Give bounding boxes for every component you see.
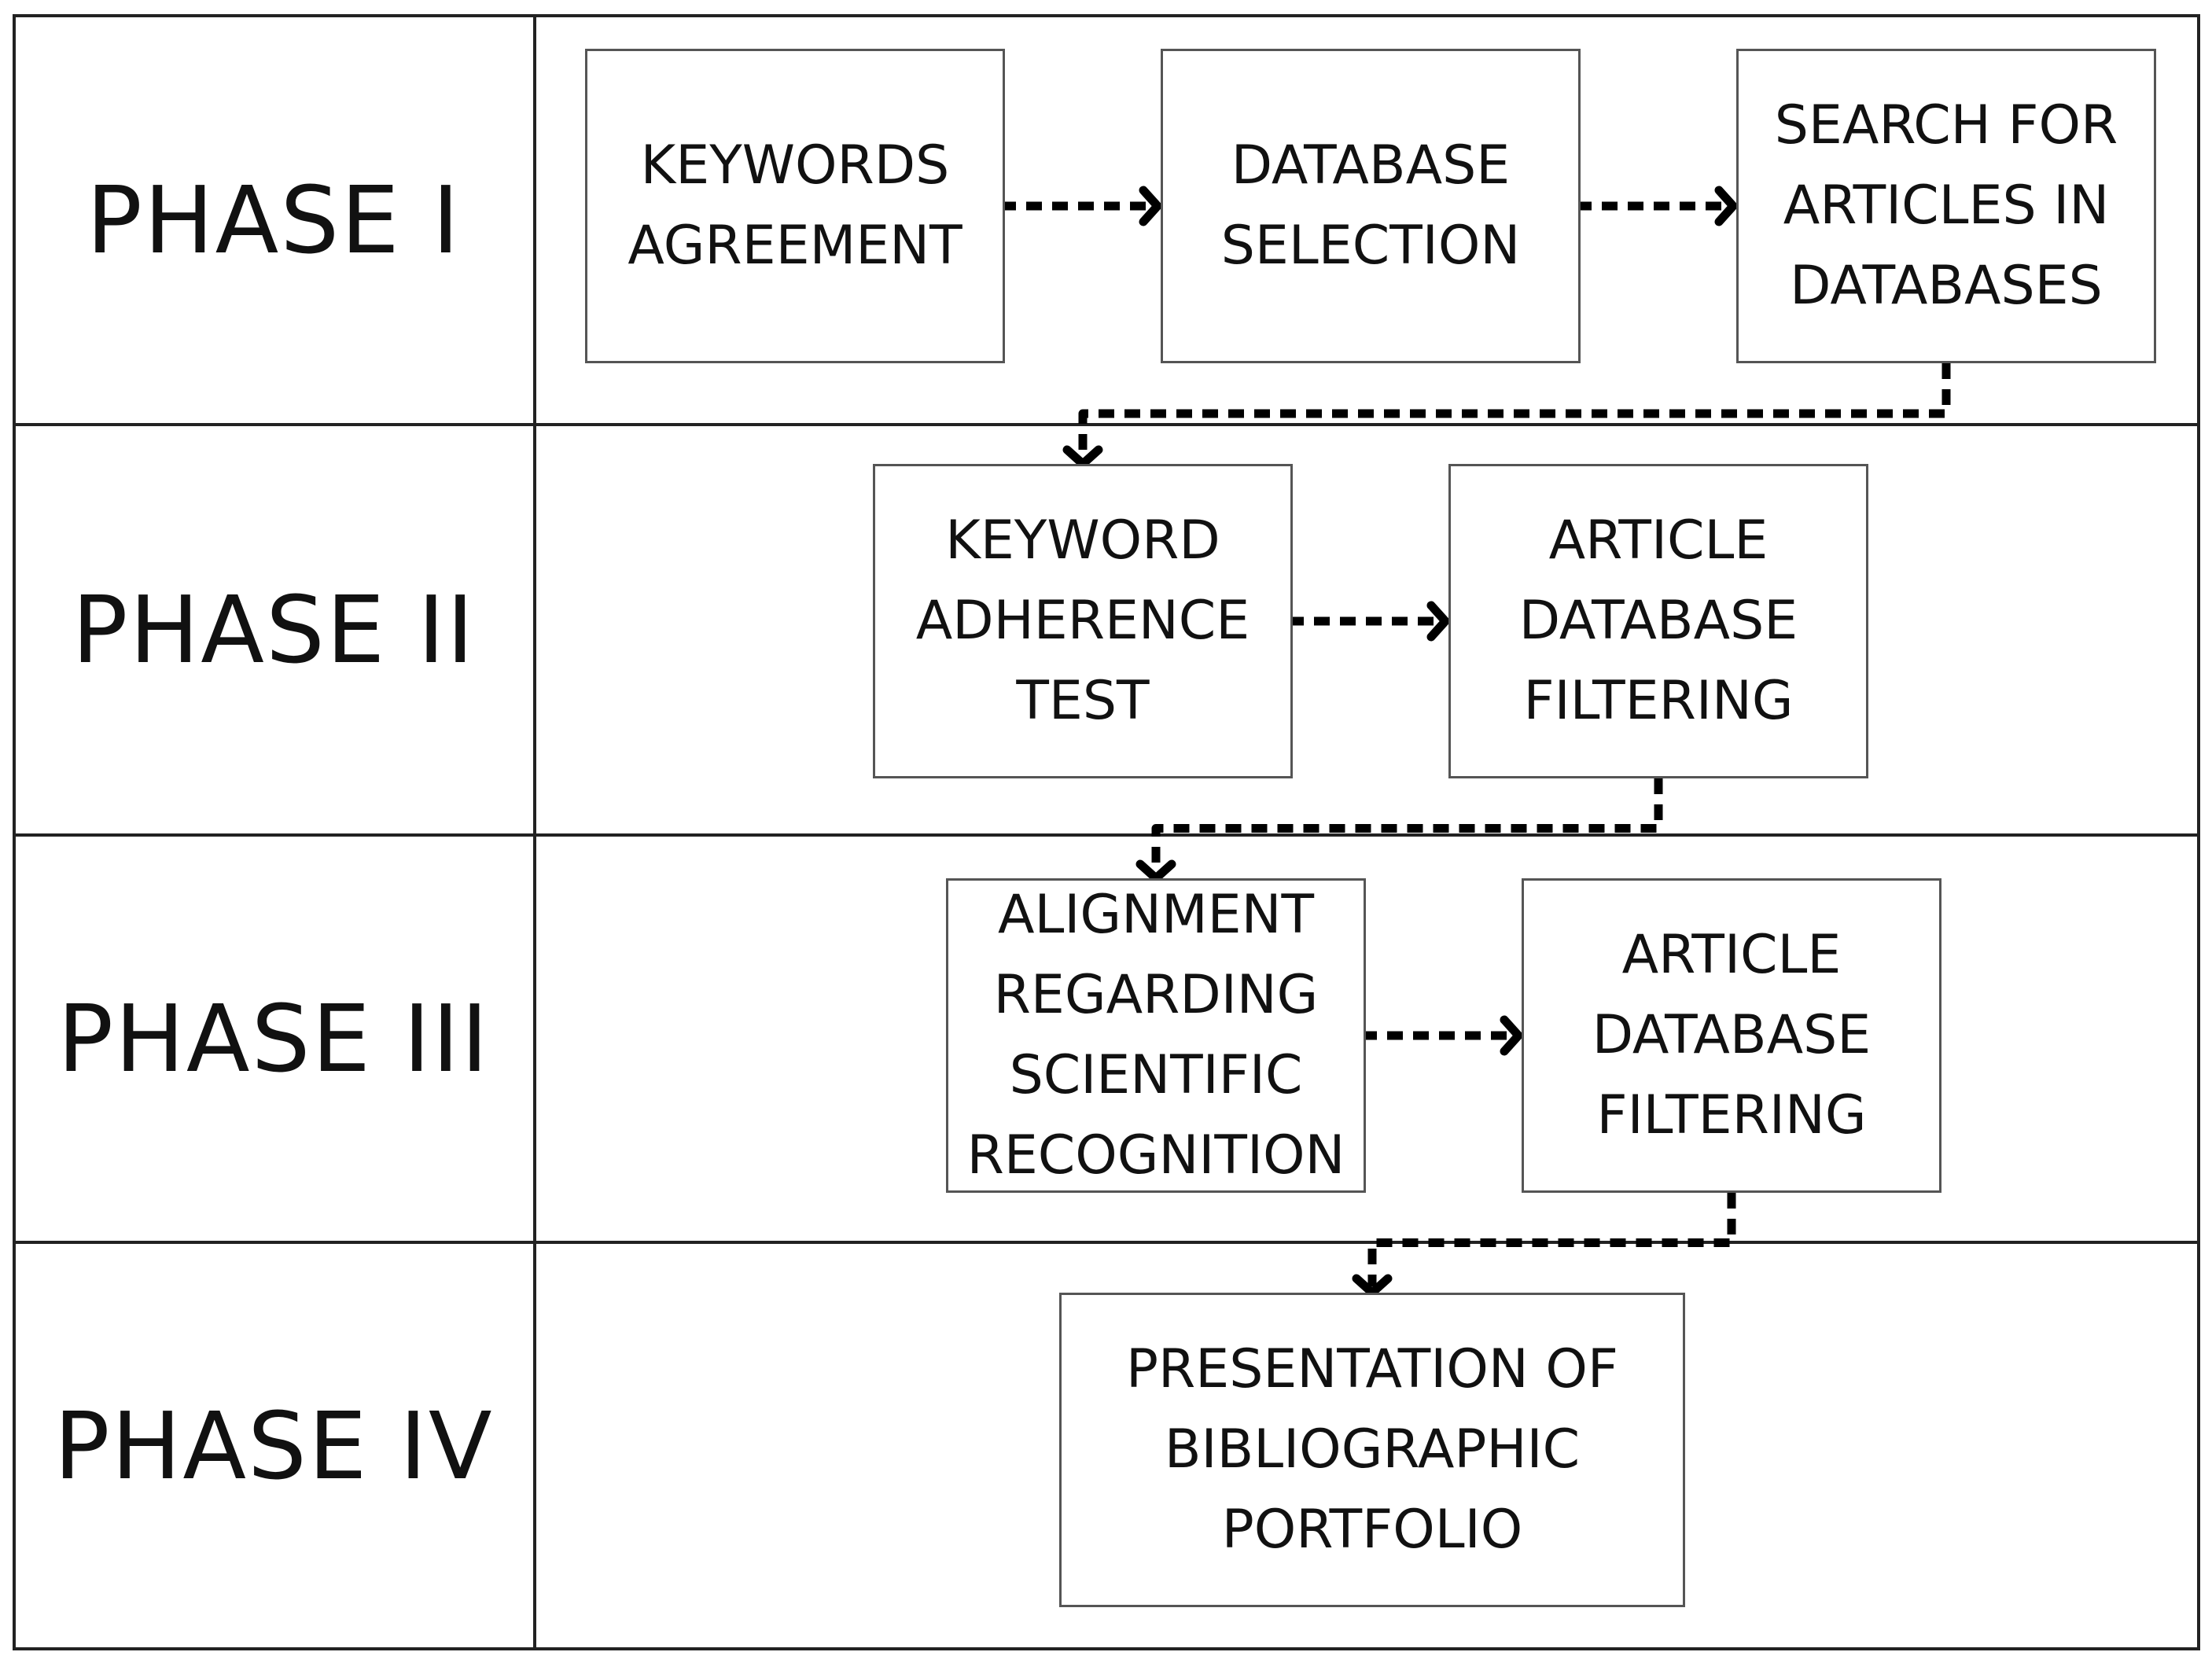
step-line: SEARCH FOR (1774, 94, 2118, 156)
step-line: DATABASE (1518, 590, 1798, 652)
step-line: RECOGNITION (966, 1124, 1345, 1187)
phase-label-2: PHASE II (72, 576, 476, 684)
flow-arrowhead-2 (1714, 186, 1738, 226)
step-line: FILTERING (1596, 1084, 1867, 1146)
step-line: REGARDING (993, 964, 1319, 1026)
step-line: ARTICLE (1548, 510, 1768, 572)
step-line: DATABASE (1592, 1004, 1872, 1066)
step-search-articles: SEARCH FOR ARTICLES IN DATABASES (1736, 49, 2156, 363)
step-line: DATABASES (1790, 255, 2103, 317)
step-line: AGREEMENT (628, 215, 962, 277)
step-article-database-filtering-3: ARTICLE DATABASE FILTERING (1522, 878, 1941, 1193)
step-line: BIBLIOGRAPHIC (1164, 1418, 1581, 1481)
step-line: ARTICLE (1621, 924, 1842, 986)
phase-label-3: PHASE III (57, 984, 490, 1093)
step-keyword-adherence-test: KEYWORD ADHERENCE TEST (873, 464, 1293, 778)
flow-arrowhead-3 (1062, 445, 1103, 469)
step-line: DATABASE (1231, 134, 1511, 197)
step-line: KEYWORD (945, 510, 1220, 572)
step-line: ARTICLES IN (1783, 175, 2110, 237)
flow-arrowhead-6 (1500, 1015, 1523, 1056)
table-outer-border (13, 14, 2200, 1650)
step-line: SCIENTIFIC (1009, 1044, 1303, 1106)
phase-label-4: PHASE IV (53, 1391, 494, 1500)
step-line: ALIGNMENT (997, 884, 1315, 946)
phase-label-1: PHASE I (86, 166, 462, 274)
step-alignment-scientific-recognition: ALIGNMENT REGARDING SCIENTIFIC RECOGNITION (946, 878, 1366, 1193)
step-line: PORTFOLIO (1221, 1499, 1523, 1561)
step-line: PRESENTATION OF (1126, 1338, 1618, 1400)
flow-arrow-line-3 (1078, 363, 1951, 458)
step-line: KEYWORDS (640, 134, 950, 197)
step-presentation-bibliographic-portfolio: PRESENTATION OF BIBLIOGRAPHIC PORTFOLIO (1059, 1293, 1685, 1607)
flow-arrow-line-5 (1151, 778, 1663, 872)
flow-arrowhead-1 (1139, 186, 1162, 226)
step-line: FILTERING (1523, 670, 1794, 732)
step-line: ADHERENCE (915, 590, 1250, 652)
step-line: TEST (1016, 670, 1150, 732)
flow-arrow-line-7 (1367, 1193, 1736, 1286)
step-article-database-filtering-2: ARTICLE DATABASE FILTERING (1448, 464, 1868, 778)
step-line: SELECTION (1220, 215, 1521, 277)
step-database-selection: DATABASE SELECTION (1161, 49, 1581, 363)
step-keywords-agreement: KEYWORDS AGREEMENT (585, 49, 1005, 363)
flow-arrowhead-4 (1426, 601, 1450, 642)
